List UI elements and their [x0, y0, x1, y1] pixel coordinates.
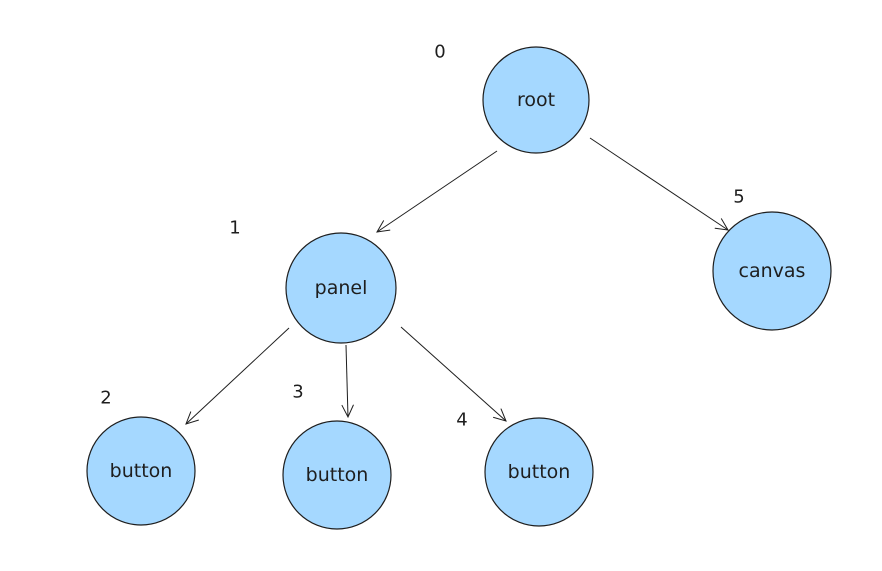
node-index-label: 1: [229, 218, 240, 239]
node-index-label: 3: [292, 382, 303, 403]
node-index-label: 2: [100, 388, 111, 409]
node-label: button: [508, 461, 571, 483]
node-label: button: [110, 460, 173, 482]
nodes-layer: root panel button button button canvas: [86, 46, 832, 530]
edges-layer: [185, 137, 729, 425]
node-index-label: 0: [434, 42, 445, 63]
edge-root-to-panel: [376, 150, 498, 233]
node-circle[interactable]: [282, 420, 392, 530]
arrowhead-icon: [714, 218, 729, 231]
node-index-label: 4: [456, 410, 467, 431]
node-index-label: 5: [733, 187, 744, 208]
arrowhead-icon: [185, 411, 199, 425]
node-circle[interactable]: [484, 417, 594, 527]
edge-line: [345, 344, 349, 418]
arrowhead-icon: [376, 220, 391, 233]
node-button-b[interactable]: button: [282, 420, 392, 530]
node-circle[interactable]: [482, 46, 590, 154]
edge-panel-to-button-b: [341, 344, 354, 419]
edge-line: [589, 137, 729, 231]
node-circle[interactable]: [285, 232, 397, 344]
node-button-c[interactable]: button: [484, 417, 594, 527]
node-root[interactable]: root: [482, 46, 590, 154]
edge-line: [185, 327, 290, 425]
edge-line: [400, 326, 507, 422]
edge-panel-to-button-a: [185, 327, 290, 425]
arrowhead-icon: [341, 404, 354, 419]
node-label: button: [306, 464, 369, 486]
arrowhead-icon: [493, 408, 507, 422]
node-panel[interactable]: panel: [285, 232, 397, 344]
node-label: canvas: [739, 260, 806, 282]
edge-line: [376, 150, 498, 233]
node-circle[interactable]: [86, 416, 196, 526]
node-canvas[interactable]: canvas: [712, 211, 832, 331]
node-button-a[interactable]: button: [86, 416, 196, 526]
node-label: panel: [315, 277, 368, 299]
node-label: root: [517, 89, 555, 111]
edge-panel-to-button-c: [400, 326, 507, 422]
node-circle[interactable]: [712, 211, 832, 331]
edge-root-to-canvas: [589, 137, 729, 231]
index-labels-layer: 0 1 2 3 4 5: [100, 42, 744, 431]
